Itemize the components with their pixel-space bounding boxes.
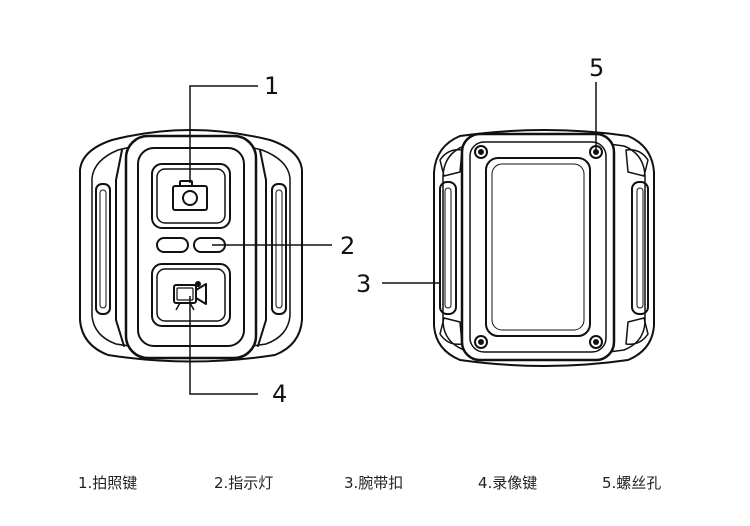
back-tab-bottom-right	[625, 317, 649, 346]
record-button[interactable]	[156, 268, 226, 322]
indicator-light-left	[156, 237, 189, 253]
front-body	[124, 134, 258, 360]
back-inner-frame	[469, 141, 607, 353]
leader-1	[189, 85, 258, 183]
back-left-slot-inner	[444, 187, 452, 309]
back-right-slot-inner	[636, 187, 644, 309]
front-view	[79, 129, 303, 363]
back-panel-inner	[491, 163, 585, 331]
front-right-slot	[271, 183, 287, 315]
back-tab-top-left	[439, 148, 463, 177]
callout-1: 1	[264, 72, 279, 100]
back-panel	[485, 157, 591, 337]
back-body	[460, 132, 616, 362]
front-face-plate	[137, 147, 245, 347]
camera-icon	[172, 180, 208, 211]
record-button-housing	[151, 263, 231, 327]
screw-hole-top-left	[474, 145, 488, 159]
screw-hole-bottom-left	[474, 335, 488, 349]
leader-lines	[189, 82, 597, 395]
back-tab-bottom-left	[439, 317, 463, 346]
legend-item-screw-hole: 5.螺丝孔	[602, 474, 661, 492]
front-right-rail	[257, 149, 267, 347]
back-tab-top-right	[625, 148, 649, 177]
back-left-slot	[439, 181, 457, 315]
legend: 1.拍照键 2.指示灯 3.腕带扣 4.录像键 5.螺丝孔	[78, 474, 661, 492]
leader-4	[189, 296, 258, 395]
front-left-slot	[95, 183, 111, 315]
callout-3: 3	[356, 270, 371, 298]
legend-item-strap-buckle: 3.腕带扣	[344, 474, 403, 492]
callout-2: 2	[340, 232, 355, 260]
back-right-slot	[631, 181, 649, 315]
callout-4: 4	[272, 380, 287, 408]
callout-5: 5	[589, 54, 604, 82]
front-right-slot-inner	[275, 189, 283, 309]
photo-button[interactable]	[156, 168, 226, 224]
front-left-rail	[115, 149, 125, 347]
front-strap-outline	[79, 129, 303, 363]
back-view	[433, 129, 655, 367]
legend-item-record-button: 4.录像键	[478, 474, 537, 492]
legend-item-indicator-light: 2.指示灯	[214, 474, 273, 492]
legend-item-photo-button: 1.拍照键	[78, 474, 137, 492]
screw-hole-bottom-right	[589, 335, 603, 349]
front-left-slot-inner	[99, 189, 107, 309]
screw-holes	[474, 145, 603, 349]
photo-button-housing	[151, 163, 231, 229]
